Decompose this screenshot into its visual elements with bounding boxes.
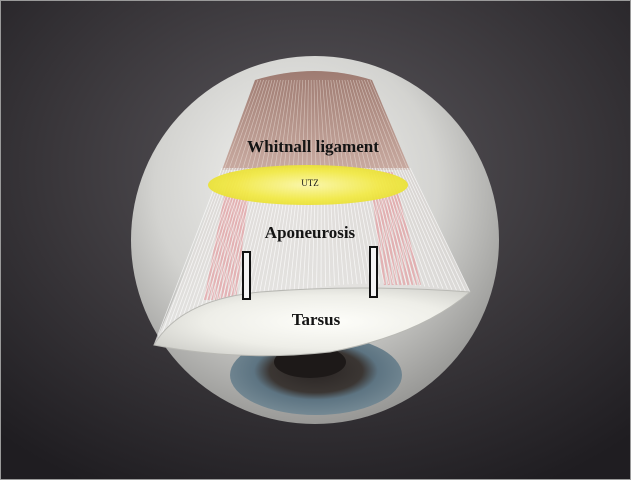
label-aponeurosis: Aponeurosis <box>265 223 356 242</box>
label-whitnall-ligament: Whitnall ligament <box>247 137 379 156</box>
label-utz: UTZ <box>301 178 319 188</box>
marker-left <box>243 252 250 299</box>
label-tarsus: Tarsus <box>292 310 341 329</box>
marker-right <box>370 247 377 297</box>
